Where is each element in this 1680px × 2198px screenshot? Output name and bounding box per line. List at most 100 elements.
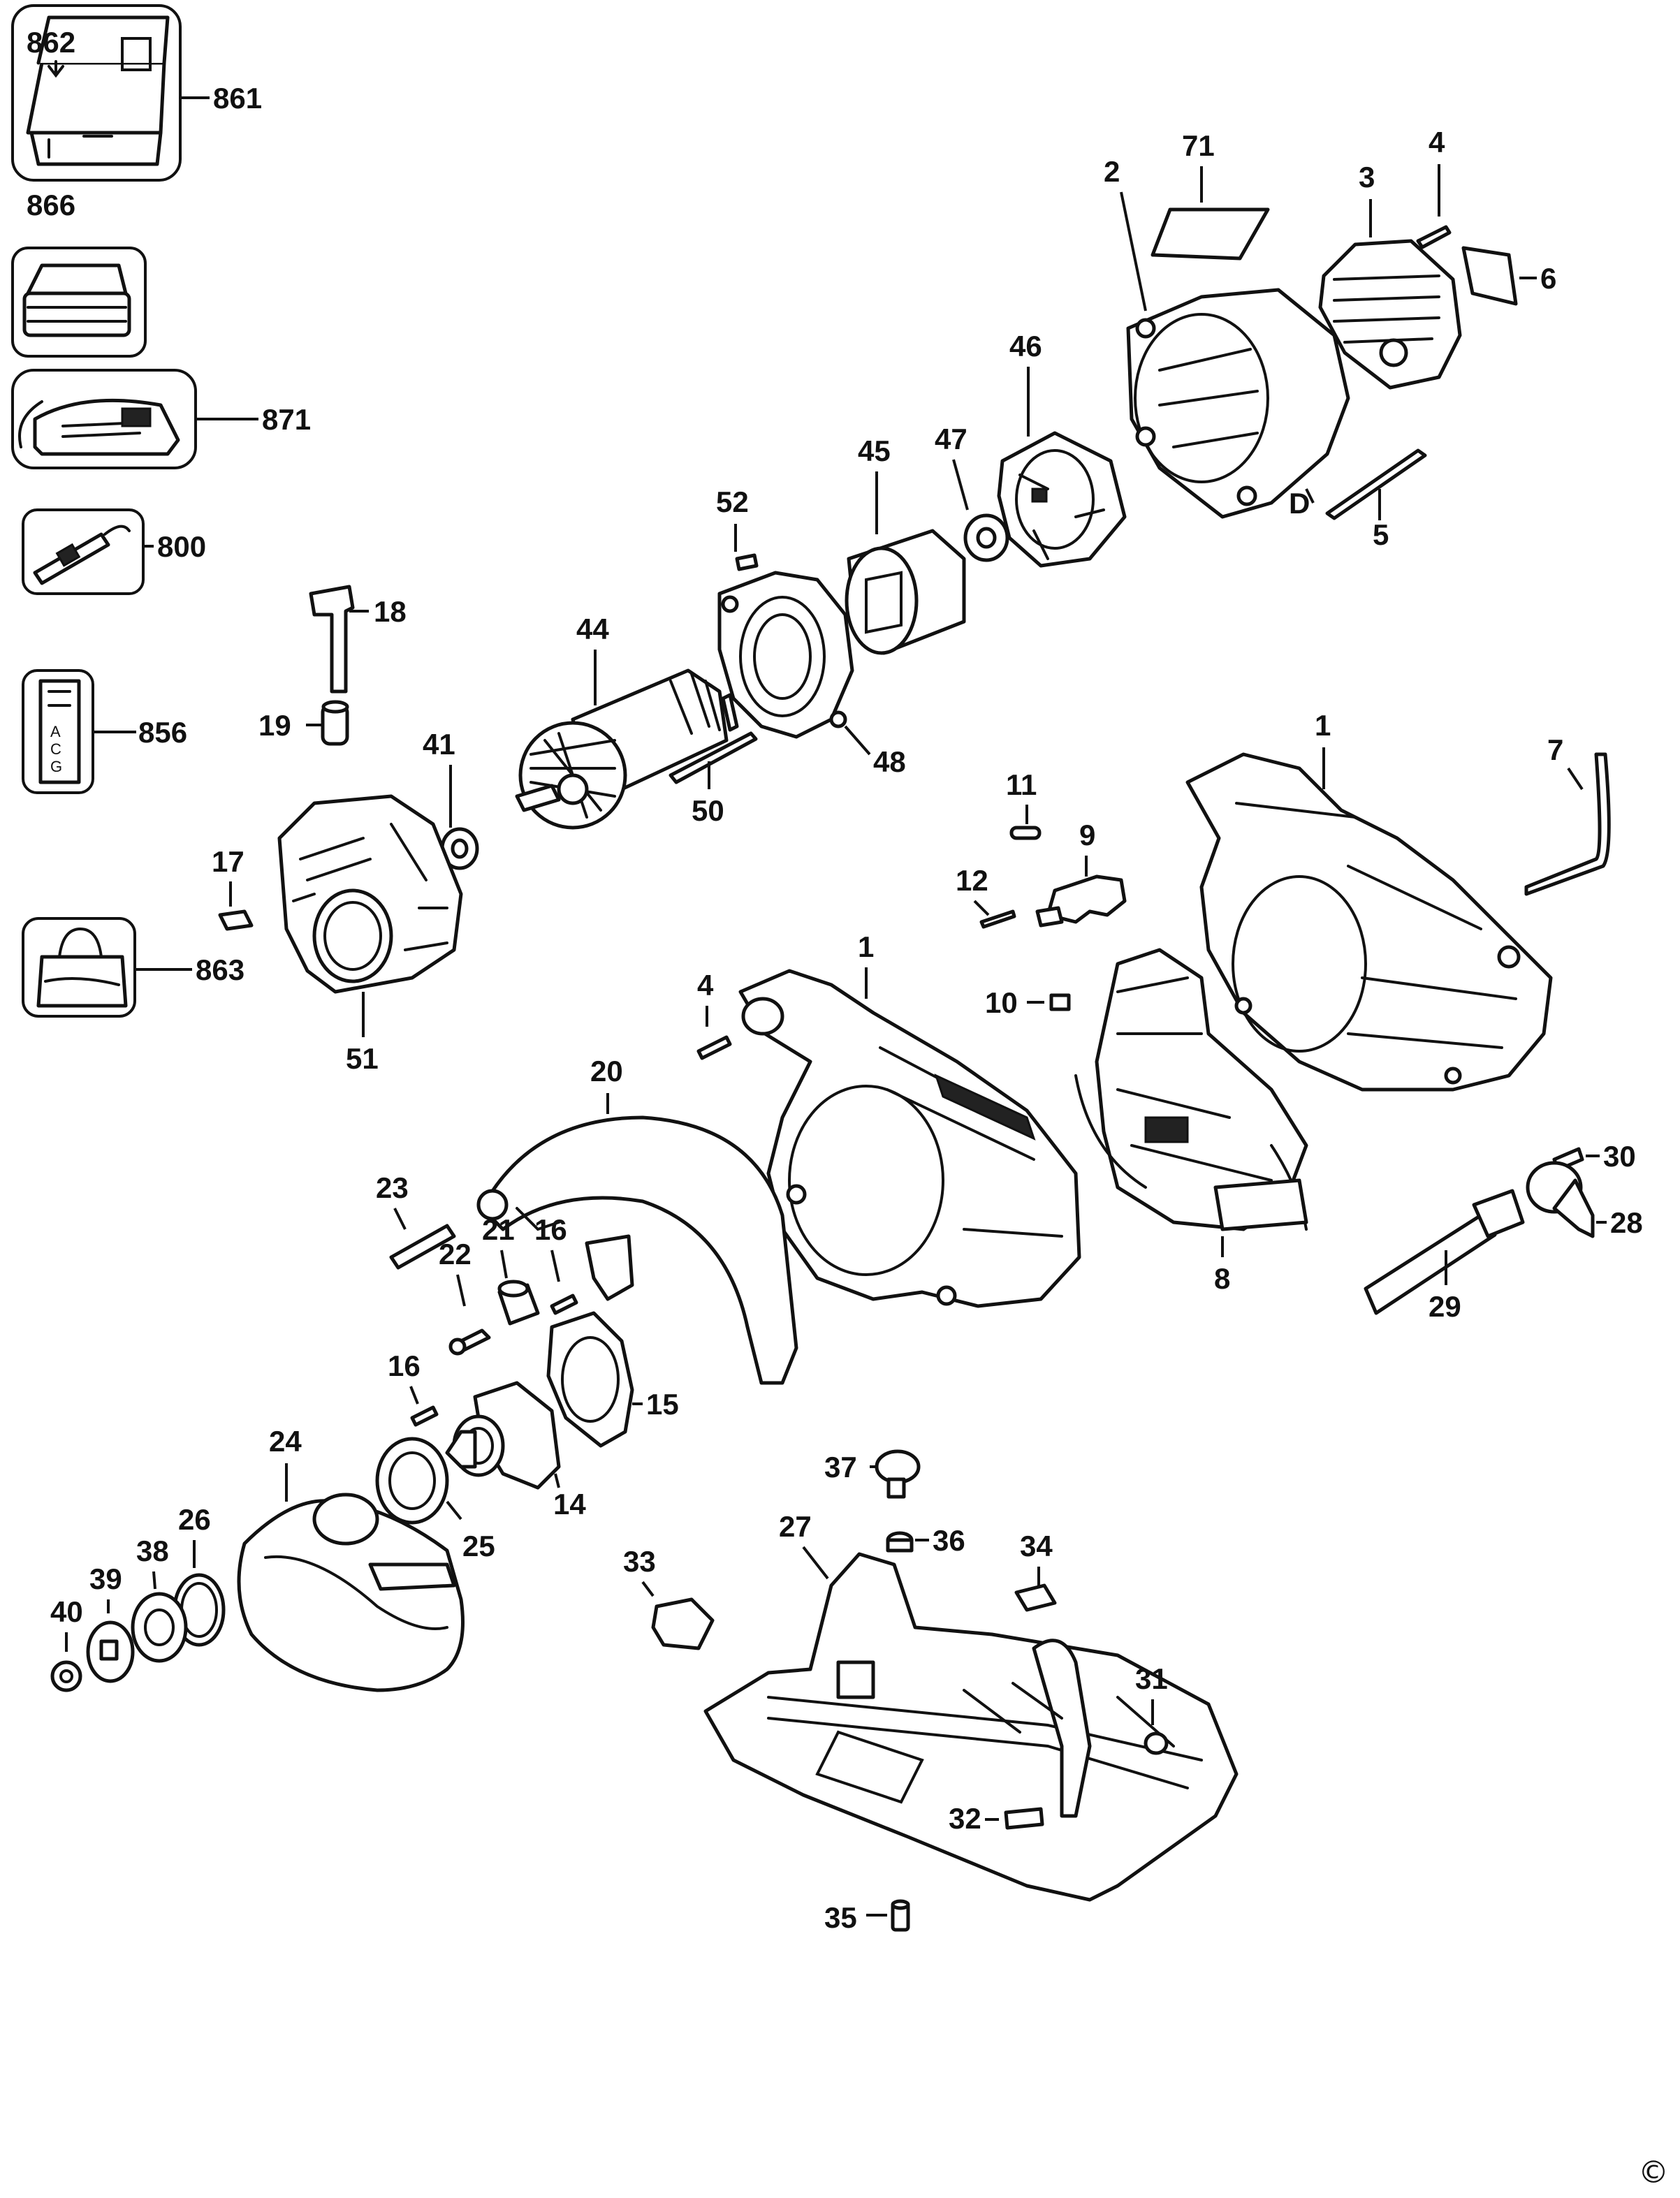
hex-key-part [1524,752,1611,896]
lower-blade-guard-part [237,1493,465,1692]
label-12: 12 [956,864,988,897]
label-871: 871 [262,403,311,436]
label-41: 41 [423,728,455,761]
label-sheet-part: A C G [22,669,94,794]
label-1b: 1 [858,930,874,963]
label-30: 30 [1603,1140,1636,1173]
label-36: 36 [933,1524,965,1557]
gear-housing-part [277,794,463,994]
label-52: 52 [716,485,749,518]
charger-part [11,369,197,469]
label-37: 37 [824,1451,857,1483]
hex-key-tool-part [22,508,145,595]
field-stator-part [845,529,966,655]
label-33: 33 [623,1545,656,1578]
label-10: 10 [985,986,1018,1019]
handle-housing-right-part [1185,752,1553,1092]
label-29: 29 [1429,1290,1461,1323]
label-6: 6 [1540,262,1556,295]
label-40: 40 [50,1595,83,1628]
label-24: 24 [269,1425,302,1458]
label-22: 22 [439,1238,472,1270]
spindle-bearing-assembly-part [445,1381,561,1490]
label-3: 3 [1359,161,1375,193]
label-8: 8 [1214,1262,1230,1295]
label-31: 31 [1135,1662,1168,1695]
label-866: 866 [27,189,75,221]
svg-text:G: G [50,758,62,775]
shoe-base-plate-part [703,1552,1239,1902]
screw-part-10 [1049,993,1071,1011]
end-cap-part [1318,239,1462,390]
long-screw-part [1325,448,1427,520]
pivot-pin-part [389,1224,456,1270]
screw-part-4b [696,1035,732,1060]
copyright-mark: © [1638,2155,1669,2190]
nameplate-label-part [1151,207,1270,261]
kit-box-part [11,4,182,182]
label-26: 26 [178,1503,211,1536]
label-4: 4 [1429,126,1445,159]
brush-holder-bracket-part [717,571,854,739]
label-21: 21 [482,1213,515,1246]
label-44: 44 [576,613,609,645]
svg-text:A: A [50,723,61,740]
pin-part-32 [1004,1807,1044,1830]
label-48: 48 [873,745,906,778]
handle-housing-left-part [738,969,1081,1308]
label-16b: 16 [388,1349,421,1382]
svg-text:C: C [50,740,61,758]
bearing-part-2 [963,513,1009,562]
switch-wiring-assembly-part [1074,948,1308,1231]
label-14: 14 [553,1488,586,1521]
label-863: 863 [196,953,244,986]
label-11: 11 [1006,768,1037,801]
screw-part-16b [410,1405,439,1427]
label-27: 27 [779,1510,812,1543]
label-7: 7 [1547,733,1563,766]
label-34: 34 [1020,1530,1053,1562]
label-16a: 16 [534,1213,567,1246]
washer-part-31 [1144,1731,1169,1755]
warning-label-part [1461,246,1518,306]
label-856: 856 [138,716,187,749]
bearing-part [440,827,479,870]
label-15: 15 [646,1388,679,1421]
roll-pin-part [891,1899,910,1932]
label-45: 45 [858,434,891,467]
blade-bolt-part [50,1660,82,1692]
label-38: 38 [136,1534,169,1567]
label-51: 51 [346,1042,379,1075]
label-25: 25 [462,1530,495,1562]
upper-blade-guard-part [476,1115,798,1385]
inner-flange-part [131,1592,188,1663]
tool-bag-part [22,917,136,1018]
screw-part [735,553,759,571]
label-2: 2 [1104,155,1120,188]
label-9: 9 [1079,819,1095,851]
brush-holder-part [997,431,1127,568]
bushing-part [497,1280,540,1326]
label-862: 862 [27,26,75,59]
label-18: 18 [374,595,407,628]
label-32: 32 [949,1802,981,1835]
lock-off-lever-part [309,585,355,694]
pin-part-11 [1009,826,1042,840]
label-35: 35 [824,1901,857,1934]
outer-flange-part [86,1620,135,1683]
pivot-screw-part [1014,1583,1057,1612]
label-46: 46 [1009,330,1042,362]
label-50: 50 [692,794,724,827]
label-800: 800 [157,530,206,563]
label-5: 5 [1373,518,1389,551]
spring-pin-part [979,909,1016,929]
battery-pack-part [11,247,147,358]
label-1a: 1 [1315,709,1331,742]
label-47: 47 [935,423,967,455]
armature-part [515,668,739,830]
label-17: 17 [212,845,244,878]
spring-part [321,700,349,746]
label-39: 39 [89,1562,122,1595]
depth-lever-part [1526,1161,1595,1238]
